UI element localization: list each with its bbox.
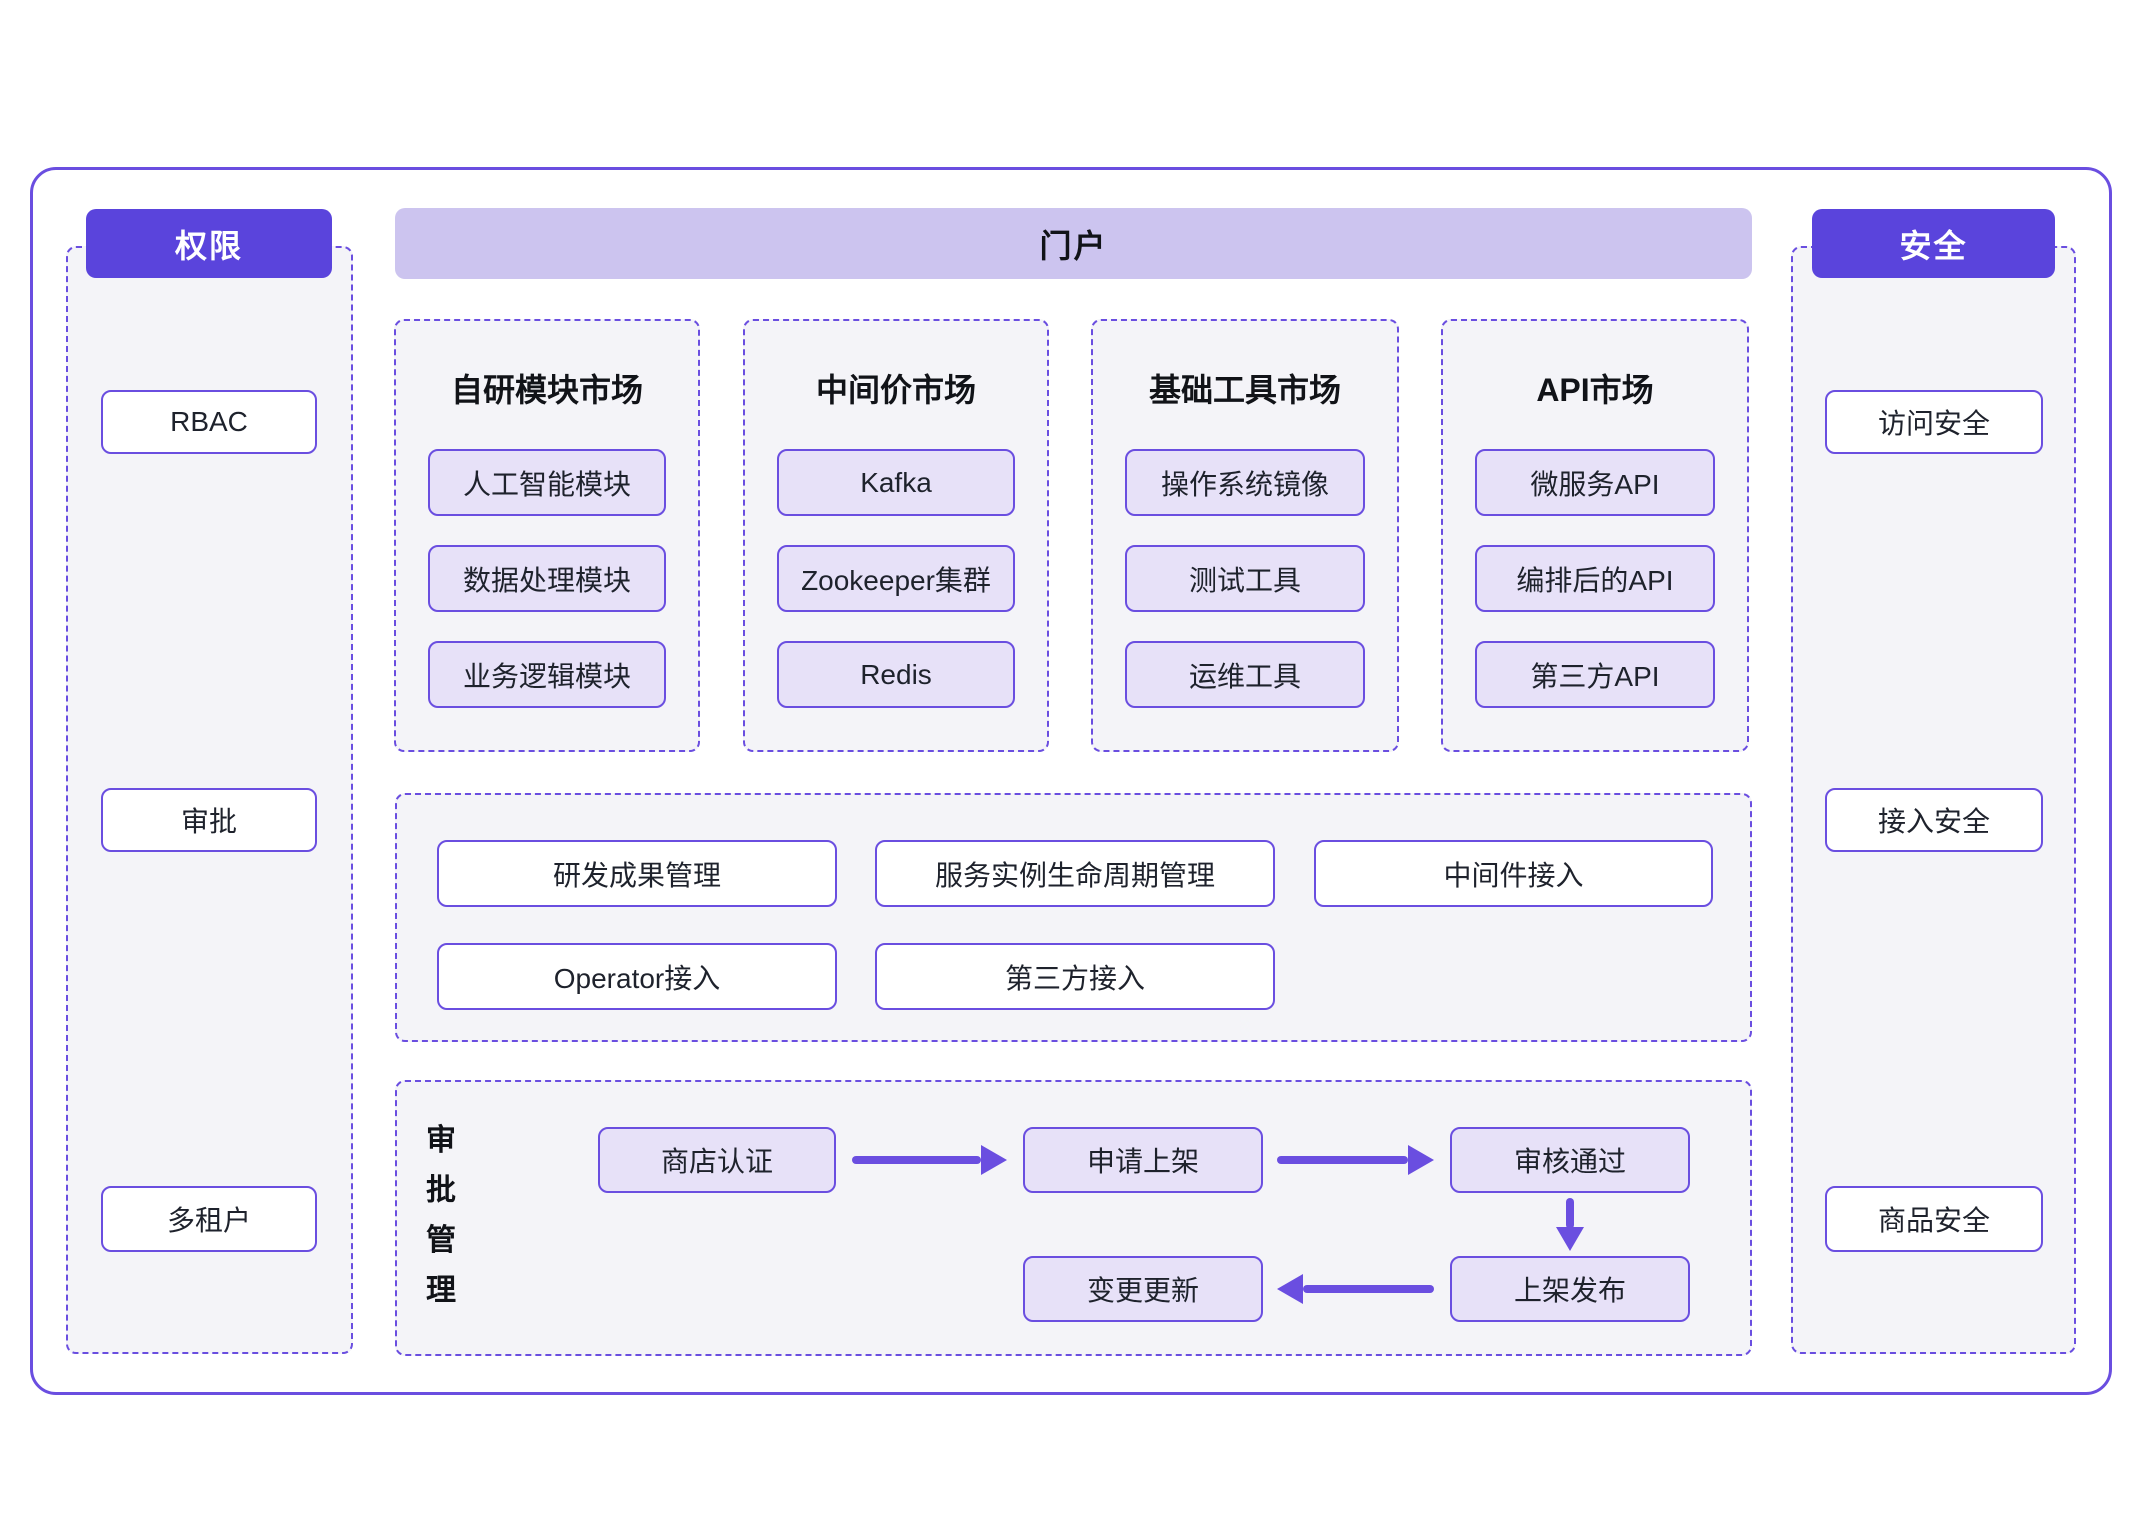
- rd-results-management-box: 研发成果管理: [437, 840, 837, 907]
- market-item-microservice-api: 微服务API: [1475, 449, 1715, 516]
- portal-header: 门户: [395, 208, 1752, 279]
- market-item-ops-tools: 运维工具: [1125, 641, 1365, 708]
- arrow-review-to-publish-icon: [1555, 1198, 1585, 1251]
- step-publish-release: 上架发布: [1450, 1256, 1690, 1322]
- third-party-access-box: 第三方接入: [875, 943, 1275, 1010]
- step-store-certification: 商店认证: [598, 1127, 836, 1193]
- market-title: 中间价市场: [815, 372, 976, 408]
- market-basic-tools: 基础工具市场 操作系统镜像 测试工具 运维工具: [1091, 319, 1399, 752]
- arrow-certification-to-apply-icon: [852, 1145, 1007, 1175]
- market-self-developed-modules: 自研模块市场 人工智能模块 数据处理模块 业务逻辑模块: [394, 319, 700, 752]
- market-item-orchestrated-api: 编排后的API: [1475, 545, 1715, 612]
- permissions-item-rbac: RBAC: [101, 390, 317, 454]
- permissions-item-multitenant: 多租户: [101, 1186, 317, 1252]
- market-item-business-logic-module: 业务逻辑模块: [428, 641, 666, 708]
- arrow-apply-to-review-icon: [1277, 1145, 1434, 1175]
- arrow-publish-to-change-icon: [1277, 1274, 1434, 1304]
- permissions-header: 权限: [86, 209, 332, 278]
- security-item-access: 访问安全: [1825, 390, 2043, 454]
- step-change-update: 变更更新: [1023, 1256, 1263, 1322]
- market-item-zookeeper-cluster: Zookeeper集群: [777, 545, 1015, 612]
- market-item-data-processing-module: 数据处理模块: [428, 545, 666, 612]
- approval-management-label: 审批管理: [426, 1124, 456, 1307]
- market-title: 基础工具市场: [1148, 372, 1341, 408]
- market-item-third-party-api: 第三方API: [1475, 641, 1715, 708]
- management-panel: 研发成果管理 服务实例生命周期管理 中间件接入 Operator接入 第三方接入: [395, 793, 1752, 1042]
- operator-access-box: Operator接入: [437, 943, 837, 1010]
- market-middleware: 中间价市场 Kafka Zookeeper集群 Redis: [743, 319, 1049, 752]
- market-item-kafka: Kafka: [777, 449, 1015, 516]
- step-review-approved: 审核通过: [1450, 1127, 1690, 1193]
- security-header: 安全: [1812, 209, 2055, 278]
- service-instance-lifecycle-box: 服务实例生命周期管理: [875, 840, 1275, 907]
- market-item-ai-module: 人工智能模块: [428, 449, 666, 516]
- security-item-integration: 接入安全: [1825, 788, 2043, 852]
- middleware-access-box: 中间件接入: [1314, 840, 1713, 907]
- market-item-os-image: 操作系统镜像: [1125, 449, 1365, 516]
- market-item-redis: Redis: [777, 641, 1015, 708]
- market-item-testing-tools: 测试工具: [1125, 545, 1365, 612]
- market-title: API市场: [1536, 372, 1654, 408]
- approval-panel: 审批管理 商店认证 申请上架 审核通过 上架发布 变更更新: [395, 1080, 1752, 1356]
- market-title: 自研模块市场: [450, 372, 643, 408]
- permissions-item-approval: 审批: [101, 788, 317, 852]
- step-apply-listing: 申请上架: [1023, 1127, 1263, 1193]
- security-item-product: 商品安全: [1825, 1186, 2043, 1252]
- market-api: API市场 微服务API 编排后的API 第三方API: [1441, 319, 1749, 752]
